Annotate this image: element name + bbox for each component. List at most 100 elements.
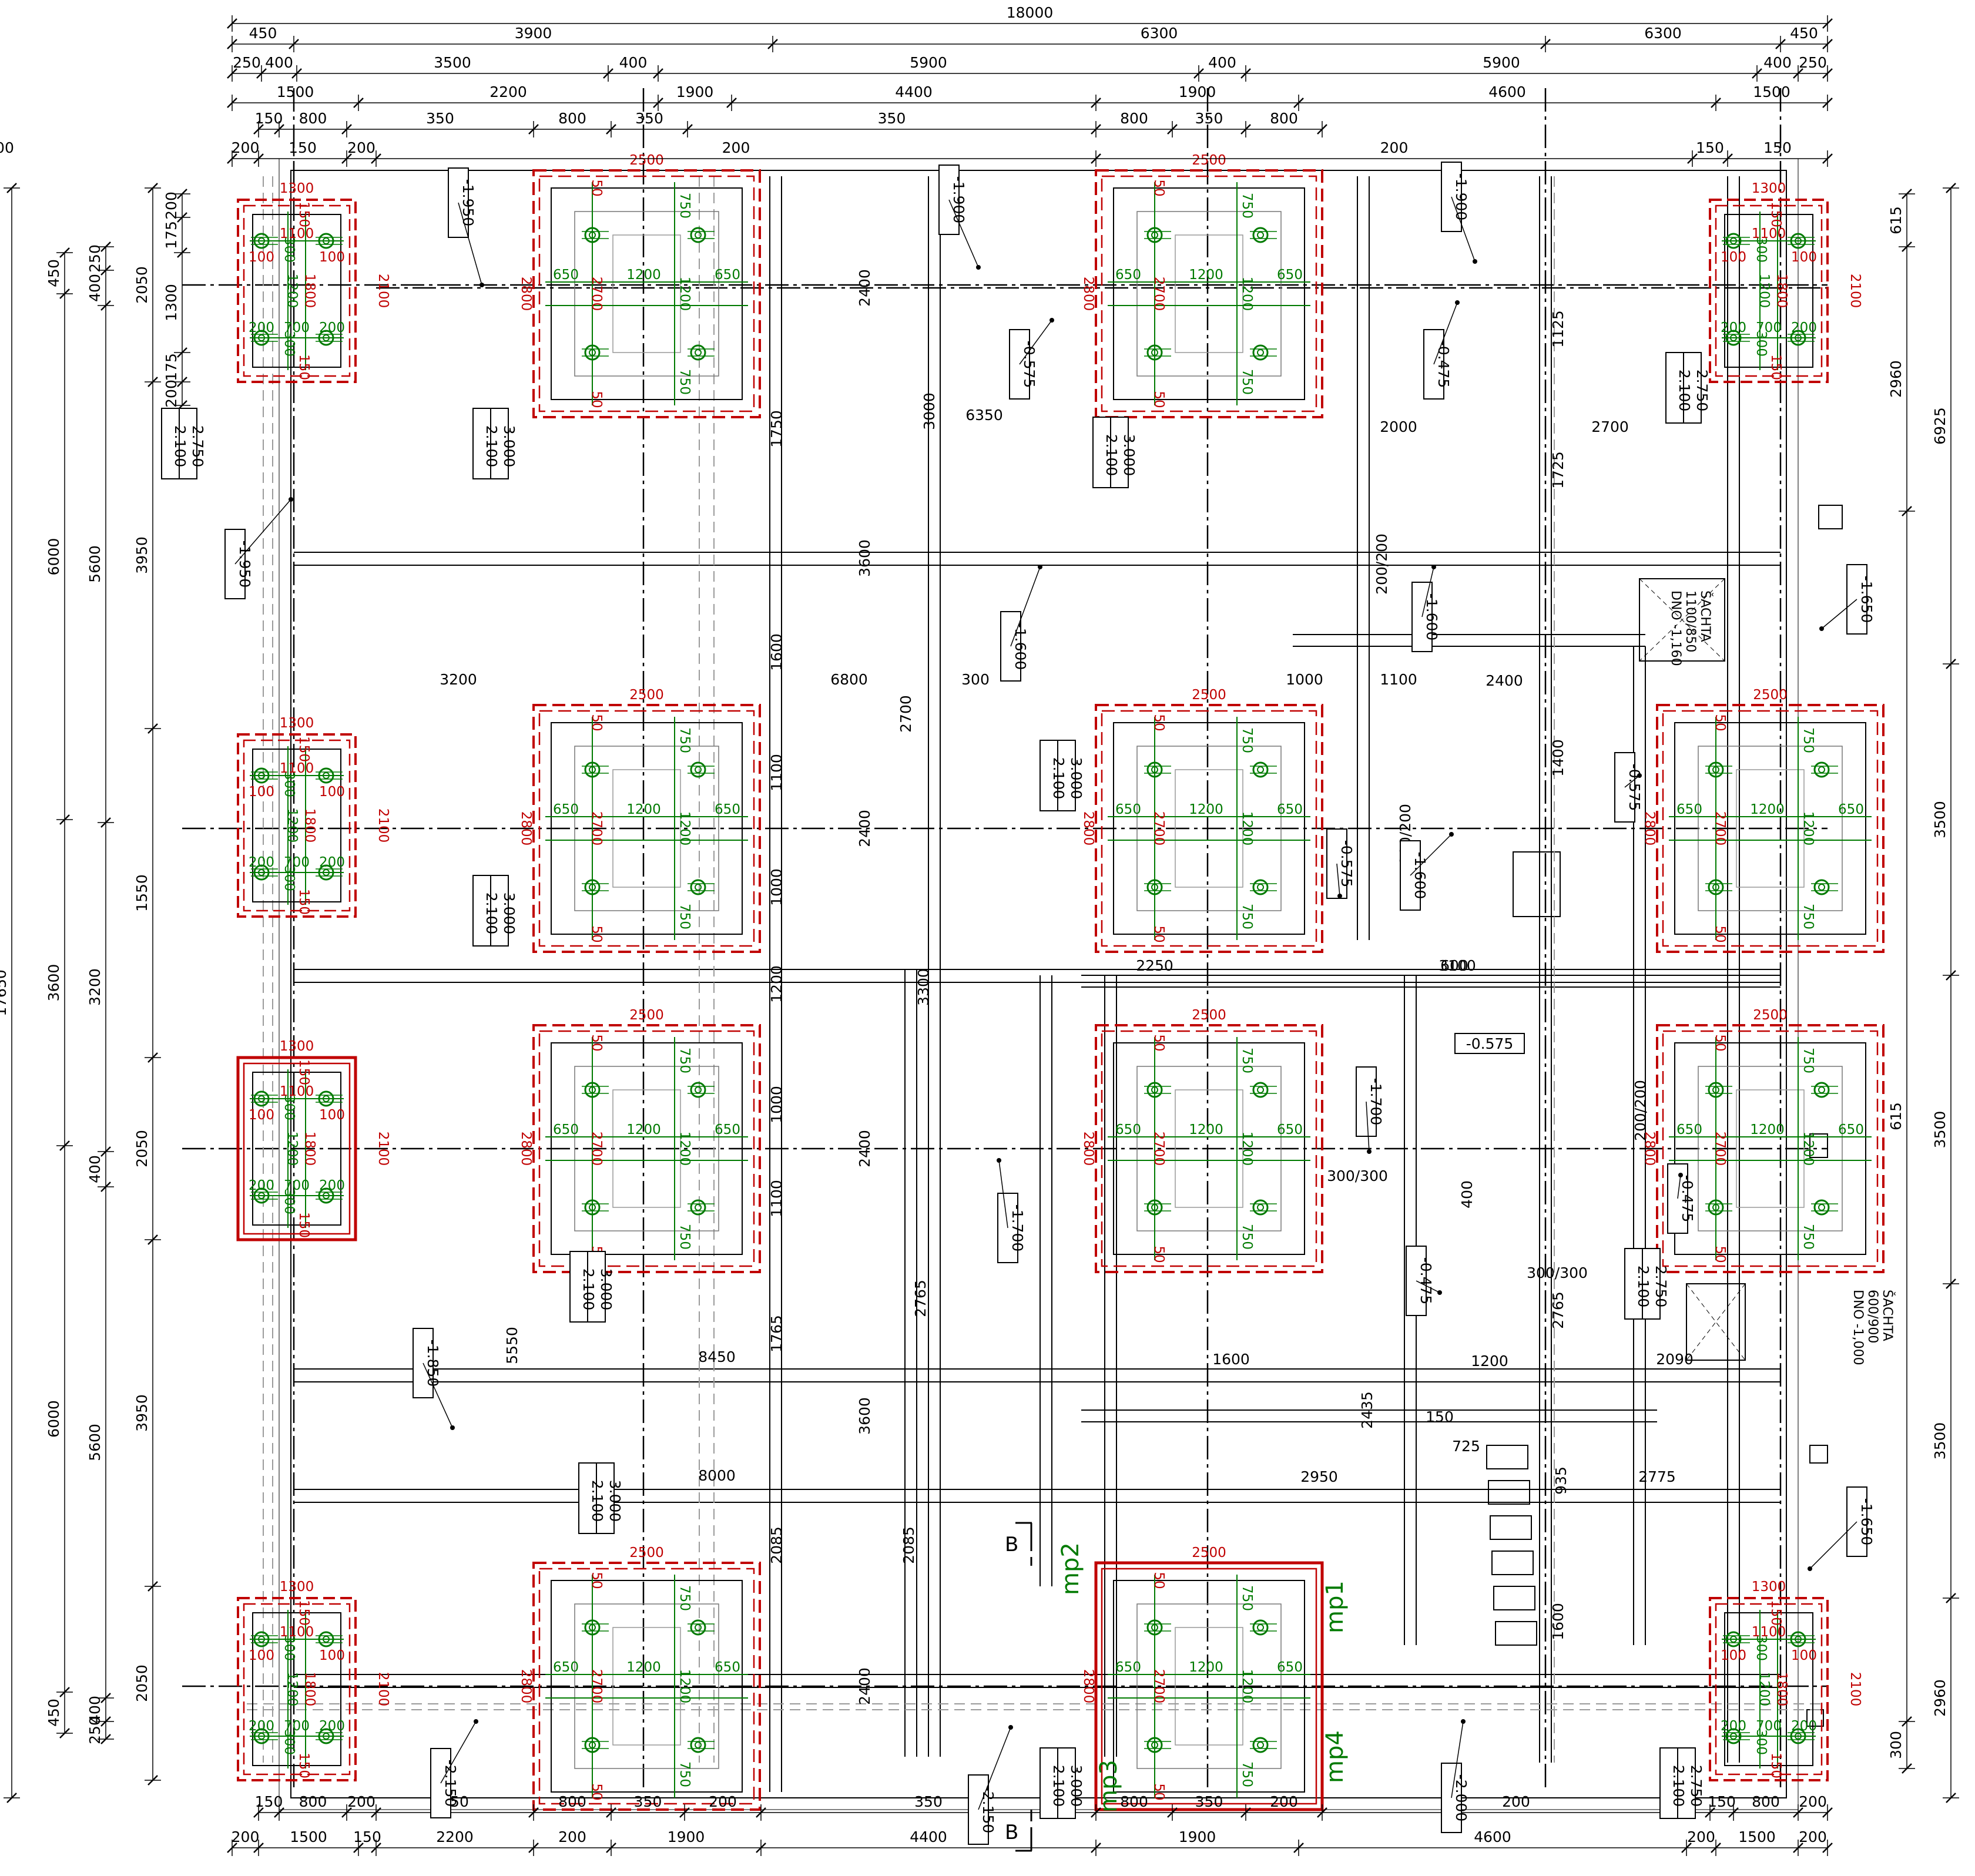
pile-edge-y-label: 750 [677, 1224, 692, 1250]
pile-edge-label: 100 [319, 1108, 345, 1123]
pile-edge-x-label: 650 [715, 1122, 740, 1137]
section-mark-bottom: B [1005, 1810, 1032, 1852]
level-tag: -2.150 [968, 1725, 1013, 1845]
dimension-label: 4400 [895, 83, 933, 100]
cap-height-label: 2100 [375, 1672, 391, 1707]
pile-core [1818, 884, 1825, 891]
pile-spacing-label: 1200 [1239, 1669, 1255, 1704]
dimension-label: 3200 [86, 968, 103, 1006]
pile-bottom-label: 700 [284, 1719, 310, 1734]
pile-edge-y-label: 750 [1239, 369, 1255, 395]
level-tag-text: -1.900 [950, 176, 967, 224]
pile-offset-label: 50 [589, 1783, 604, 1800]
level-leader-dot [450, 1425, 455, 1430]
level-tag-text: -2.100 [1635, 1260, 1652, 1308]
cap-column [1175, 769, 1243, 888]
pile-symbol [582, 879, 609, 895]
pile-symbol [251, 1631, 278, 1647]
level-tag-box [490, 408, 509, 479]
pile-edge-x-label: 650 [715, 802, 740, 817]
dimension-label: 200 [1799, 1828, 1827, 1845]
pile-core [1151, 1624, 1158, 1631]
level-leader-dot [1461, 1719, 1466, 1724]
dimension-label: 150 [255, 110, 283, 127]
pile-edge-y-label: 750 [677, 369, 692, 395]
dimension-label: 800 [1120, 110, 1148, 127]
dimension-label: 2960 [1887, 360, 1904, 398]
dim-tick [1293, 98, 1304, 108]
pile-offset-label: 150 [1768, 1753, 1783, 1778]
dimension-label: 3900 [515, 25, 552, 42]
level-tag-box [179, 408, 197, 479]
mp2-label: mp2 [1057, 1542, 1084, 1595]
pile-core [695, 884, 702, 891]
pile-edge-y-label: 750 [1800, 1048, 1816, 1073]
cap-inner-label: 1800 [1774, 1672, 1789, 1707]
dimension-label: 400 [86, 274, 103, 302]
dimension-label: 300 [1887, 1731, 1904, 1759]
shaft-1-size: 1100/850 [1683, 590, 1698, 652]
pile-core [1730, 1733, 1737, 1740]
pile-edge-x-label: 650 [1838, 1122, 1864, 1137]
level-tag-double: -2.100-2.750 [1665, 352, 1711, 424]
cap-height-label: 2800 [518, 277, 534, 311]
pile-symbol [1144, 1619, 1171, 1636]
cap-inner-label: 2700 [1151, 1132, 1166, 1166]
inner-dimension-label: 2400 [856, 810, 873, 847]
dimension-label: 450 [45, 1699, 62, 1727]
pile-core [589, 1086, 596, 1093]
cap-outline-inner [1101, 1030, 1317, 1267]
level-tag: -0.475 [1423, 300, 1460, 400]
pile-spacing-label: 1100 [280, 226, 314, 241]
inner-dimension-label: 200/200 [1373, 533, 1390, 595]
dimension-label: 400 [619, 54, 648, 71]
pile-offset-label: 150 [296, 202, 311, 227]
dim-tick [253, 1843, 264, 1853]
dimension-label: 18000 [1007, 4, 1054, 21]
inner-dimension-label: 2000 [1380, 418, 1417, 435]
pile-edge-y-label: 750 [1800, 904, 1816, 929]
pile-symbol [316, 330, 343, 346]
dimension-label: 6000 [45, 538, 62, 576]
cap-outline-inner [538, 710, 755, 947]
level-leader [423, 1362, 453, 1428]
level-tag-text: -1.650 [1858, 1498, 1875, 1546]
level-leader-dot [1008, 1725, 1013, 1730]
pile-circle [318, 864, 334, 881]
cap-column [1175, 234, 1243, 353]
pile-symbol [582, 227, 609, 243]
dimension-label: 3500 [1932, 1111, 1949, 1149]
inner-dimension-label: 1100 [768, 754, 785, 791]
level-tag-text: -2.100 [589, 1475, 606, 1522]
level-tag: -0.575 [1009, 318, 1054, 400]
pile-circle [253, 1728, 270, 1744]
pile-bottom-label: 700 [284, 320, 310, 335]
dim-tick [1167, 124, 1178, 135]
cap-width-label: 2500 [1192, 1545, 1226, 1560]
dim-tick [1728, 1807, 1739, 1818]
cap-body [252, 214, 341, 368]
dim-tick [1822, 98, 1833, 108]
dimension-label: 800 [299, 1793, 327, 1810]
dimension-label: 800 [1120, 1793, 1148, 1810]
pile-spacing-label: 1200 [1189, 1660, 1223, 1675]
level-leader-dot [997, 1158, 1001, 1163]
pile-offset-label: 50 [589, 1572, 604, 1589]
cap-web-label: 300 [281, 1189, 297, 1214]
cap-outline-inner [243, 1062, 351, 1235]
cap-outline [532, 169, 761, 418]
level-tag: -0.575 [1614, 752, 1643, 823]
inner-dimension-label: 6350 [965, 407, 1003, 424]
pile-core [1257, 1204, 1264, 1211]
dim-tick [177, 189, 187, 199]
pile-offset-label: 150 [296, 1600, 311, 1626]
dimension-label: 200 [709, 1793, 737, 1810]
pile-circle [1146, 1619, 1163, 1636]
level-tag-box [161, 408, 180, 479]
cap-width-label: 2500 [1753, 1008, 1788, 1023]
dim-tick [147, 723, 158, 734]
pile-circle [584, 1737, 601, 1753]
shaft-2-size: 600/900 [1865, 1290, 1880, 1343]
cap-width-label: 2500 [1192, 1008, 1226, 1023]
